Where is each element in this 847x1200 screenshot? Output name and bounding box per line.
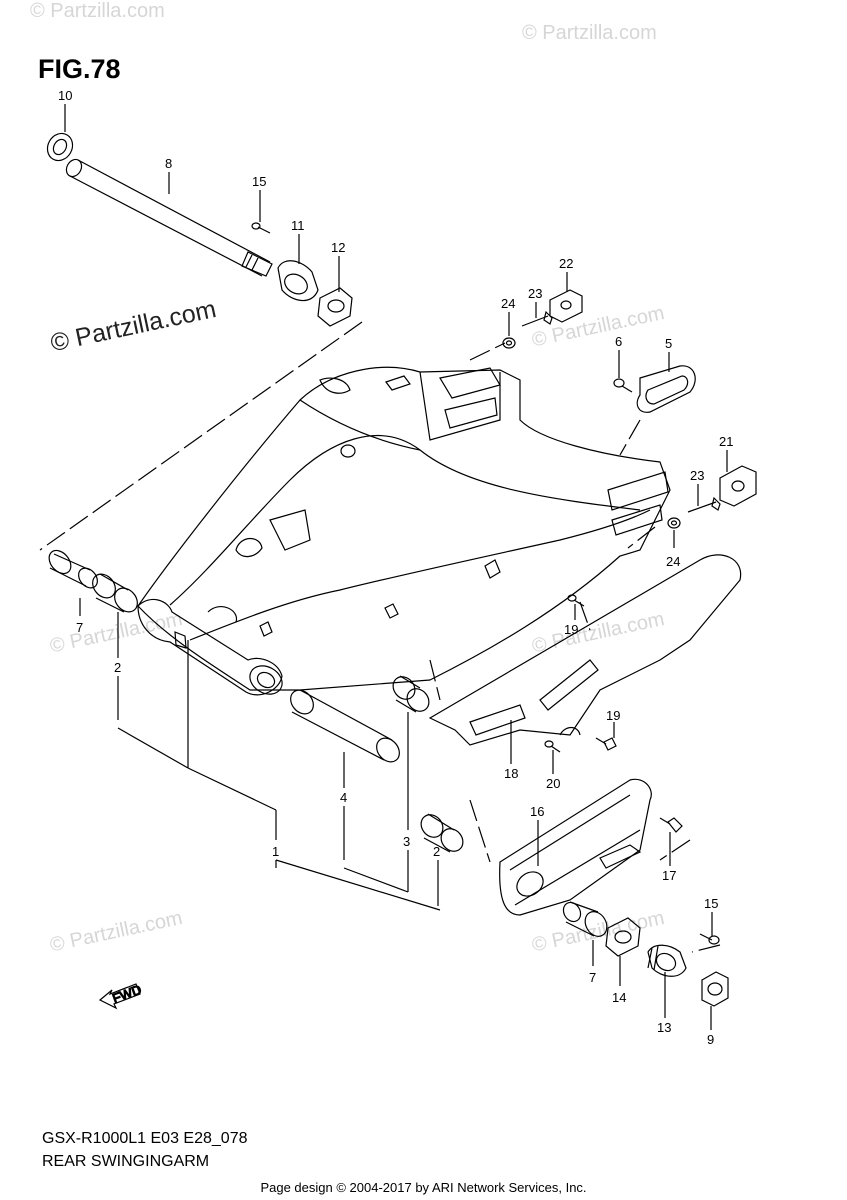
fwd-label: FWD <box>110 982 143 1006</box>
figure-title: FIG.78 <box>38 54 121 84</box>
watermark: © Partzilla.com <box>522 22 657 44</box>
leader-lines <box>64 104 728 1030</box>
section-name: REAR SWINGINGARM <box>42 1153 210 1170</box>
callout-1[interactable]: 1 <box>272 844 279 859</box>
callout-22[interactable]: 22 <box>559 256 573 271</box>
part-bolt-20[interactable] <box>544 740 561 753</box>
part-nut-14[interactable] <box>605 917 641 957</box>
part-chain-guard-18[interactable] <box>428 554 742 746</box>
part-bolt-23b[interactable] <box>687 496 721 513</box>
part-bolt-6[interactable] <box>613 378 633 393</box>
part-bolt-15b[interactable] <box>699 933 720 945</box>
part-washer-24[interactable] <box>502 337 516 349</box>
callout-13[interactable]: 13 <box>657 1020 671 1035</box>
part-pivot-shaft-8[interactable] <box>63 157 273 277</box>
part-chain-adjuster-21[interactable] <box>719 465 757 507</box>
part-chain-slider-16[interactable] <box>499 778 652 916</box>
part-adjuster-11[interactable] <box>277 260 319 302</box>
part-swingarm-1[interactable] <box>137 366 671 699</box>
callout-3[interactable]: 3 <box>403 834 410 849</box>
callout-24[interactable]: 24 <box>501 296 515 311</box>
part-collar-10[interactable] <box>43 129 78 165</box>
part-collar-7[interactable] <box>45 546 101 591</box>
callout-2b[interactable]: 2 <box>433 844 440 859</box>
footer-copyright: Page design © 2004-2017 by ARI Network S… <box>260 1180 587 1195</box>
part-washer-24b[interactable] <box>667 517 681 529</box>
part-bolt-19[interactable] <box>567 594 585 607</box>
callout-labels: 10 8 15 11 12 22 24 23 6 5 21 23 24 7 2 … <box>58 88 733 1047</box>
part-bearing-3[interactable] <box>389 672 434 715</box>
callout-15[interactable]: 15 <box>252 174 266 189</box>
callout-5[interactable]: 5 <box>665 336 672 351</box>
callout-7[interactable]: 7 <box>76 620 83 635</box>
part-chain-adjuster-22[interactable] <box>549 289 583 323</box>
part-bolt-17[interactable] <box>659 817 683 833</box>
part-bearing-2b[interactable] <box>417 810 468 855</box>
part-collar-7b[interactable] <box>560 899 611 940</box>
callout-8[interactable]: 8 <box>165 156 172 171</box>
part-bolt-19b[interactable] <box>595 737 617 751</box>
callout-17[interactable]: 17 <box>662 868 676 883</box>
part-plate-5[interactable] <box>636 365 696 413</box>
callout-7b[interactable]: 7 <box>589 970 596 985</box>
assembly-lines <box>39 321 721 953</box>
watermark: © Partzilla.com <box>30 0 165 22</box>
callout-12[interactable]: 12 <box>331 240 345 255</box>
part-nut-9[interactable] <box>701 971 729 1007</box>
callout-23b[interactable]: 23 <box>690 468 704 483</box>
part-adjuster-13[interactable] <box>647 944 687 977</box>
part-bolt-23[interactable] <box>521 310 553 327</box>
callout-4[interactable]: 4 <box>340 790 347 805</box>
callout-19[interactable]: 19 <box>564 622 578 637</box>
callout-19b[interactable]: 19 <box>606 708 620 723</box>
callout-9[interactable]: 9 <box>707 1032 714 1047</box>
callout-20[interactable]: 20 <box>546 776 560 791</box>
part-bearing-2[interactable] <box>88 570 142 617</box>
callout-14[interactable]: 14 <box>612 990 626 1005</box>
callout-15b[interactable]: 15 <box>704 896 718 911</box>
callout-11[interactable]: 11 <box>291 218 305 233</box>
part-bolt-15[interactable] <box>251 222 271 234</box>
callout-16[interactable]: 16 <box>530 804 544 819</box>
fwd-arrow-icon: FWD <box>98 981 144 1010</box>
callout-2[interactable]: 2 <box>114 660 121 675</box>
callout-6[interactable]: 6 <box>615 334 622 349</box>
part-nut-12[interactable] <box>317 287 353 327</box>
model-code: GSX-R1000L1 E03 E28_078 <box>42 1130 248 1147</box>
callout-21[interactable]: 21 <box>719 434 733 449</box>
callout-24b[interactable]: 24 <box>666 554 680 569</box>
callout-10[interactable]: 10 <box>58 88 72 103</box>
callout-18[interactable]: 18 <box>504 766 518 781</box>
callout-23[interactable]: 23 <box>528 286 542 301</box>
part-spacer-4[interactable] <box>286 686 404 767</box>
